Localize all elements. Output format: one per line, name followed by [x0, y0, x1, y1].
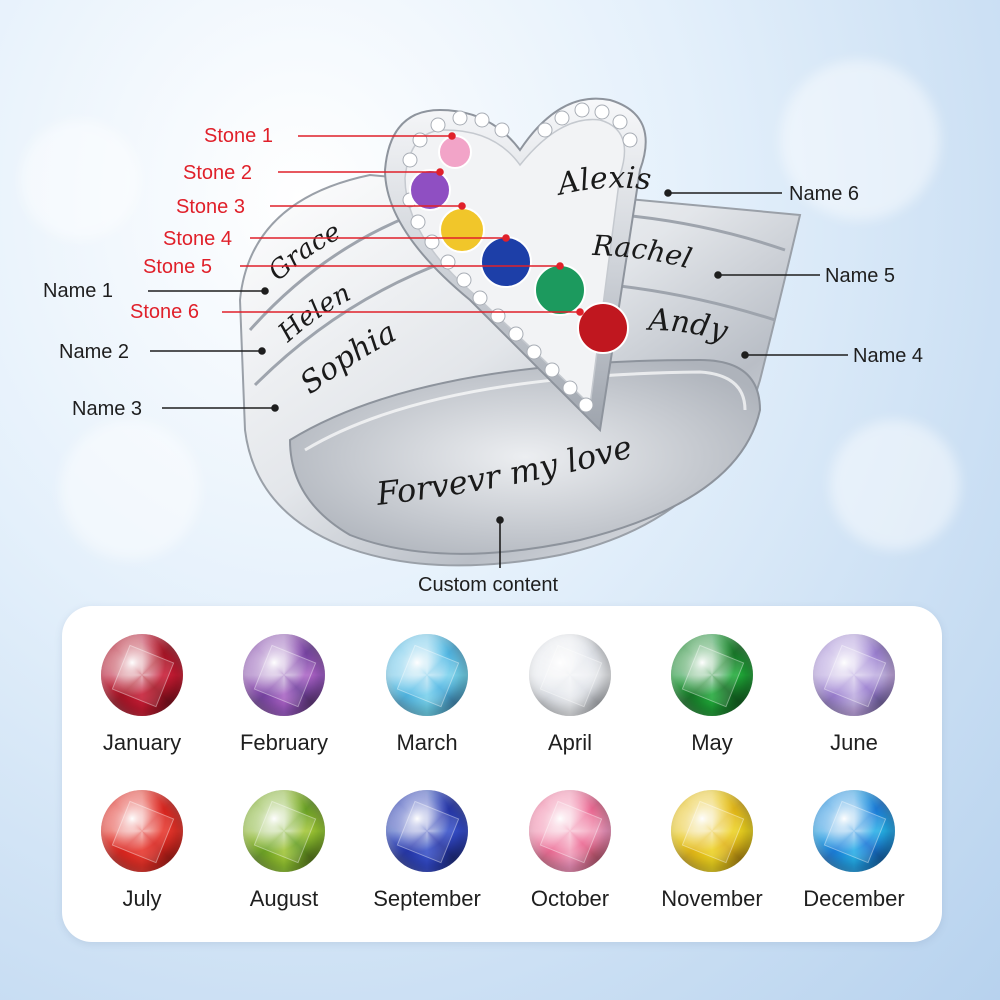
- label-stone-6: Stone 6: [130, 301, 199, 323]
- ring-stone-3: [439, 207, 485, 253]
- ring-stone-5: [534, 264, 586, 316]
- birthstone-month-label: November: [661, 886, 763, 911]
- ring-stone-4: [480, 236, 532, 288]
- gem-icon: [101, 790, 183, 872]
- bokeh-light: [830, 420, 960, 550]
- birthstone-january: January: [77, 634, 207, 756]
- label-name-1: Name 1: [43, 280, 114, 302]
- label-name-6: Name 6: [789, 183, 860, 205]
- gem-icon: [671, 634, 753, 716]
- label-stone-2: Stone 2: [183, 162, 252, 184]
- birthstone-month-label: January: [102, 730, 182, 755]
- label-name-2: Name 2: [59, 341, 130, 363]
- label-stone-5: Stone 5: [143, 256, 212, 278]
- label-custom-content: Custom content: [418, 574, 559, 596]
- birthstone-august: August: [219, 790, 349, 912]
- birthstone-june: June: [789, 634, 919, 756]
- birthstone-april: April: [505, 634, 635, 756]
- birthstone-month-label: June: [830, 730, 878, 755]
- ring-illustration: Grace Helen Sophia Andy Rachel Alexis Fo…: [148, 97, 848, 568]
- birthstone-may: May: [647, 634, 777, 756]
- birthstone-november: November: [647, 790, 777, 912]
- birthstone-month-label: October: [530, 886, 610, 911]
- birthstone-month-label: September: [373, 886, 481, 911]
- label-stone-4: Stone 4: [163, 228, 232, 250]
- birthstone-month-label: August: [249, 886, 319, 911]
- gem-icon: [813, 790, 895, 872]
- ring-stone-2: [409, 169, 451, 211]
- gem-icon: [386, 634, 468, 716]
- label-name-5: Name 5: [825, 265, 896, 287]
- birthstone-october: October: [505, 790, 635, 912]
- bokeh-light: [20, 120, 140, 240]
- birthstone-september: September: [362, 790, 492, 912]
- gem-icon: [101, 634, 183, 716]
- bokeh-light: [60, 420, 200, 560]
- gem-icon: [243, 634, 325, 716]
- label-name-4: Name 4: [853, 345, 924, 367]
- birthstone-month-label: February: [239, 730, 329, 755]
- birthstone-december: December: [789, 790, 919, 912]
- birthstone-month-label: March: [396, 730, 458, 755]
- ring-stone-1: [438, 135, 472, 169]
- gem-icon: [671, 790, 753, 872]
- gem-icon: [813, 634, 895, 716]
- label-stone-3: Stone 3: [176, 196, 245, 218]
- label-stone-1: Stone 1: [204, 125, 273, 147]
- birthstone-month-label: April: [547, 730, 592, 755]
- bokeh-light: [780, 60, 940, 220]
- gem-icon: [529, 790, 611, 872]
- gem-icon: [243, 790, 325, 872]
- birthstone-march: March: [362, 634, 492, 756]
- birthstone-july: July: [77, 790, 207, 912]
- ring-stone-6: [577, 302, 629, 354]
- gem-icon: [386, 790, 468, 872]
- birthstone-february: February: [219, 634, 349, 756]
- birthstone-month-label: December: [803, 886, 905, 911]
- birthstone-month-label: May: [691, 730, 733, 755]
- gem-icon: [529, 634, 611, 716]
- label-name-3: Name 3: [72, 398, 143, 420]
- birthstone-month-label: July: [122, 886, 162, 911]
